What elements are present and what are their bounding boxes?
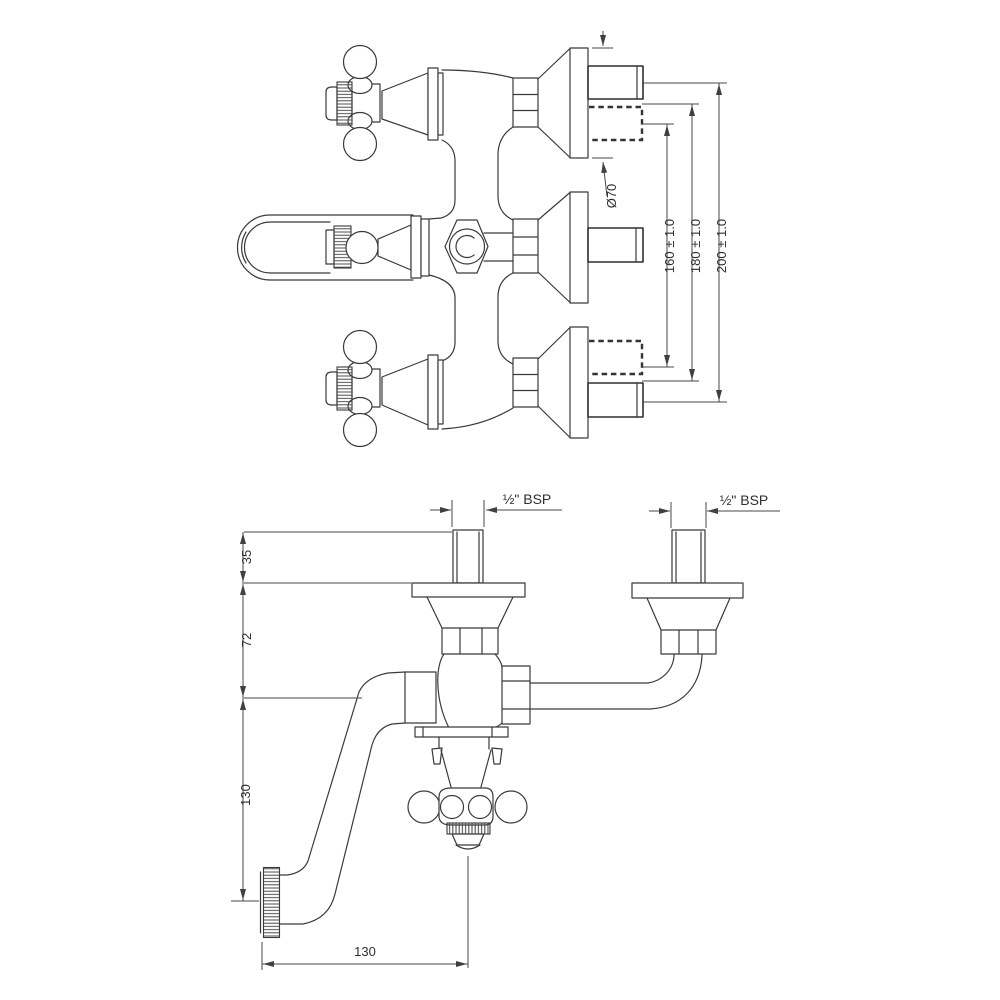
dim-label-72: 72: [239, 633, 254, 647]
dim-label-160: 160 ± 1.0: [662, 219, 677, 273]
valve-hex-body: [444, 219, 489, 274]
handle-ball-front: [467, 794, 493, 820]
inlet-flange-bottom: [512, 326, 644, 439]
dim-200: 200 ± 1.0: [642, 82, 729, 403]
inlet-left: [411, 529, 526, 655]
dim-130-horizontal: 130: [261, 856, 469, 970]
threaded-stem: [671, 529, 706, 584]
pipe-position-solid: [587, 65, 644, 100]
top-view: Ø70 160 ± 1.0 180 ± 1.0 200 ±: [236, 31, 729, 448]
inlet-right: [631, 529, 744, 655]
dim-label-dia70: Ø70: [604, 184, 619, 209]
dim-dia-70: Ø70: [592, 31, 619, 208]
dim-72: 72: [239, 569, 411, 698]
dim-160: 160 ± 1.0: [642, 123, 677, 368]
valve-body: [404, 653, 531, 729]
diverter-handle: [407, 726, 528, 850]
cross-handle-bottom: [325, 329, 444, 448]
handle-ball: [342, 126, 378, 162]
dim-label-180: 180 ± 1.0: [688, 219, 703, 273]
dim-180: 180 ± 1.0: [642, 103, 703, 382]
knurled-collar: [336, 81, 353, 126]
spout-front: [259, 671, 406, 939]
knurled-ring: [446, 822, 491, 835]
handle-ball-front: [439, 794, 465, 820]
dim-35: 35: [239, 531, 452, 583]
wall-flange: [411, 582, 526, 598]
wall-flange: [631, 582, 744, 599]
body-flange-ring: [414, 726, 509, 738]
handle-ball: [494, 790, 528, 824]
cross-handle-top: [325, 44, 444, 162]
bsp-label-left: ½" BSP: [430, 491, 562, 527]
hex-nut: [660, 629, 717, 655]
inlet-flange-middle: [512, 191, 644, 304]
front-view: 35 72 130 130: [231, 491, 780, 970]
aerator: [259, 866, 281, 939]
handle-ball: [342, 329, 378, 365]
inlet-flange-top: [512, 47, 644, 159]
pipe-position-dashed: [589, 339, 644, 376]
handle-ball: [407, 790, 441, 824]
thread-label-right: ½" BSP: [720, 492, 769, 508]
dim-label-130-vertical: 130: [238, 784, 253, 806]
handle-ball: [345, 230, 379, 265]
pipe-union-nut: [501, 665, 531, 725]
handle-ball: [342, 44, 378, 80]
dim-label-200: 200 ± 1.0: [714, 219, 729, 273]
pipe-position-dashed: [589, 105, 644, 142]
threaded-stem: [452, 529, 484, 584]
bsp-label-right: ½" BSP: [649, 492, 780, 528]
dim-label-35: 35: [239, 550, 254, 564]
handle-ball: [342, 412, 378, 448]
spout-union: [404, 671, 437, 724]
connecting-pipe: [529, 653, 703, 710]
spout-plan: [236, 214, 514, 281]
dim-130-vertical: 130: [231, 684, 362, 902]
pipe-position-solid: [587, 382, 644, 418]
thread-label-left: ½" BSP: [503, 491, 552, 507]
hex-nut: [441, 627, 499, 655]
dim-label-130-horizontal: 130: [354, 944, 376, 959]
valve-body-plan: [428, 69, 514, 430]
knurled-collar: [336, 366, 353, 411]
